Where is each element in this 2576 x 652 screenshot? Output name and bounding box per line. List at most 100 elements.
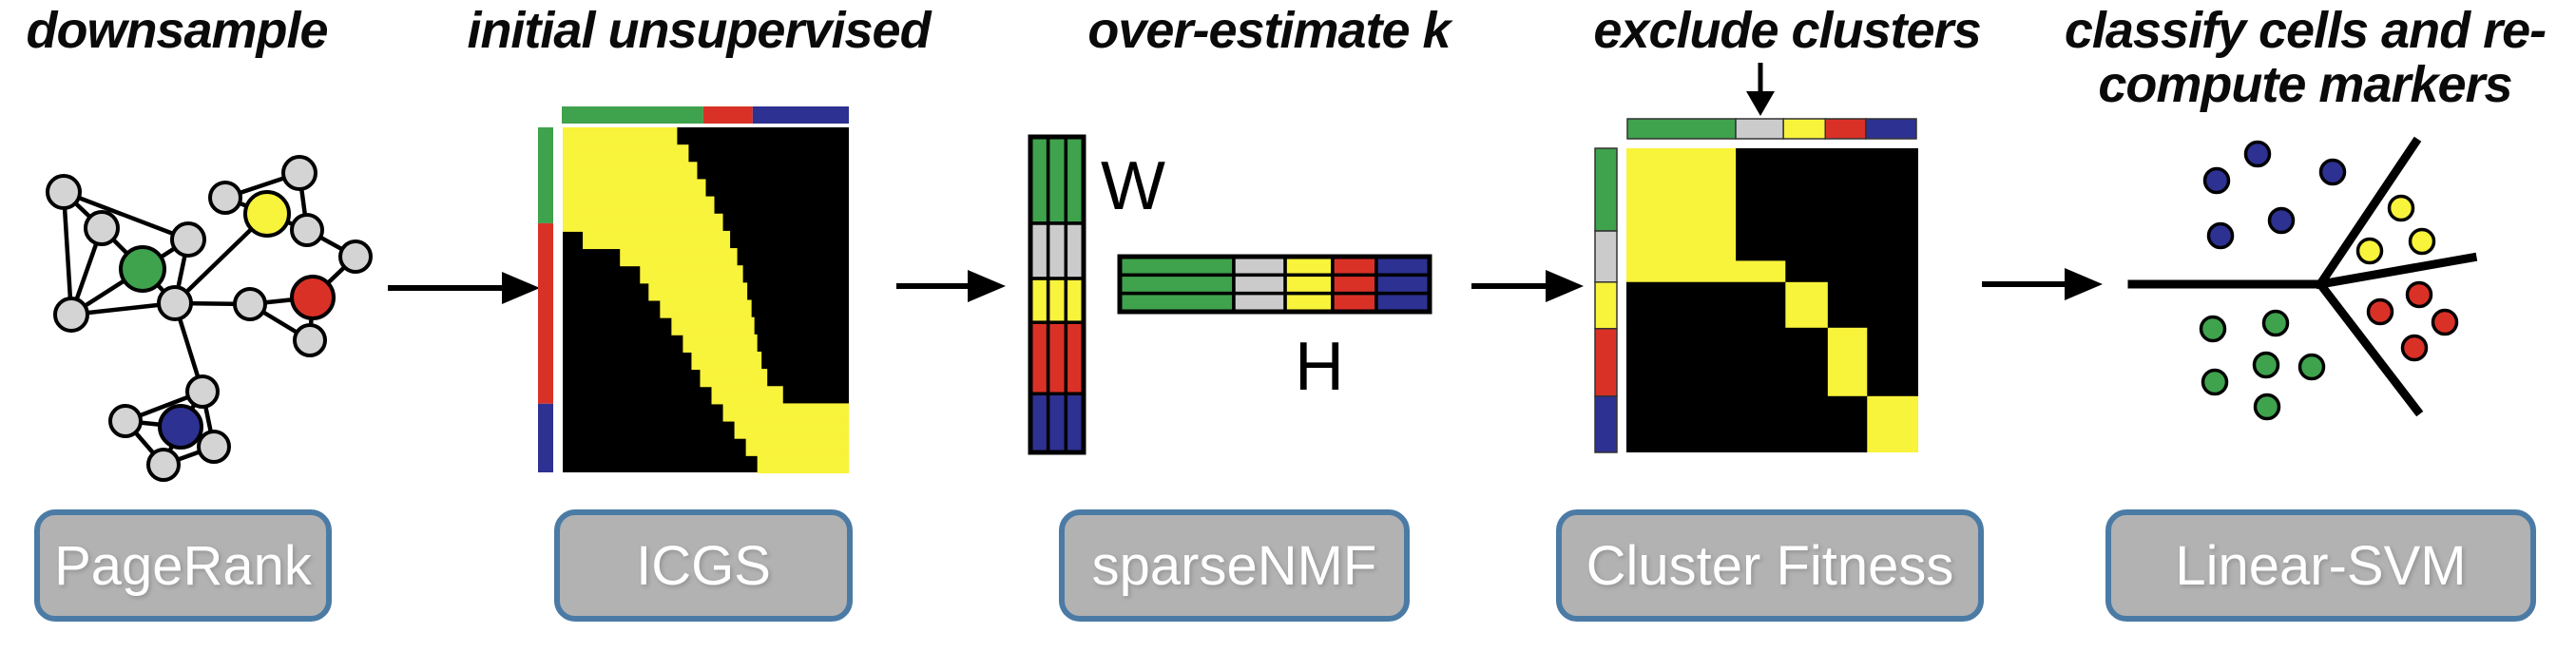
icgs-heatmap-band-row [722, 403, 849, 422]
network-node-gray [170, 221, 206, 258]
icgs-heatmap-band-row [682, 334, 758, 353]
network-node-gray [46, 174, 82, 210]
svm-dot-blue [2318, 158, 2347, 186]
icgs-heatmap-band-row [563, 179, 706, 198]
network-node-gray [157, 285, 193, 321]
svm-dot-green [2201, 368, 2229, 396]
svm-dot-green [2252, 351, 2280, 379]
network-node-gray [53, 297, 89, 333]
h-matrix-cell-red [1331, 273, 1378, 296]
w-matrix-cell-gray [1046, 221, 1068, 280]
h-matrix-cell-yellow [1283, 273, 1335, 296]
svm-dot-green [2199, 315, 2227, 343]
w-matrix-outline [1028, 134, 1086, 455]
svm-dot-green [2261, 309, 2290, 337]
pagerank-button[interactable]: PageRank [34, 509, 332, 622]
h-matrix-cell-green [1118, 273, 1236, 296]
network-node-gray [293, 323, 327, 357]
fitness-diagonal-block [1827, 327, 1868, 396]
w-matrix-cell-green [1028, 135, 1050, 225]
svm-dot-yellow [2408, 227, 2436, 256]
w-matrix-cell-yellow [1046, 277, 1068, 324]
svm-dot-green [2253, 393, 2281, 421]
h-matrix-cell-gray [1232, 273, 1287, 296]
w-matrix-cell-red [1046, 320, 1068, 395]
w-matrix-cell-gray [1028, 221, 1050, 280]
fitness-left-colorbar-segment-red [1594, 328, 1618, 397]
h-matrix-cell-gray [1232, 291, 1287, 314]
icgs-heatmap-band-row [563, 162, 698, 181]
flow-arrow-head [2065, 268, 2103, 300]
h-matrix-cell-blue [1375, 255, 1432, 278]
w-matrix-cell-blue [1028, 392, 1050, 454]
h-matrix-cell-green [1118, 291, 1236, 314]
h-matrix-cell-yellow [1283, 255, 1335, 278]
icgs-heatmap-band-row [700, 369, 768, 388]
icgs-left-colorbar-segment-blue [538, 403, 553, 472]
fitness-top-colorbar-segment-blue [1865, 118, 1917, 140]
svm-dot-red [2400, 334, 2429, 362]
flow-arrow-head [502, 272, 540, 304]
fitness-top-colorbar-segment-green [1626, 118, 1737, 140]
network-node-gray [197, 430, 231, 464]
svm-dot-blue [2202, 166, 2231, 195]
svm-dot-green [2297, 353, 2326, 381]
h-matrix-cell-blue [1375, 291, 1432, 314]
network-edge [61, 191, 74, 316]
cluster-fitness-button[interactable]: Cluster Fitness [1556, 509, 1984, 622]
title-downsample: downsample [26, 2, 328, 59]
w-matrix-cell-green [1064, 135, 1086, 225]
h-matrix-outline [1117, 254, 1432, 315]
icgs-heatmap-band-row [691, 351, 762, 371]
icgs-top-colorbar-segment-blue [752, 106, 849, 124]
h-matrix-cell-blue [1375, 273, 1432, 296]
fitness-top-colorbar-segment-gray [1735, 118, 1784, 140]
network-node-gray [108, 404, 143, 438]
icgs-button[interactable]: ICGS [554, 509, 853, 622]
sparsenmf-button[interactable]: sparseNMF [1059, 509, 1410, 622]
icgs-heatmap-band-row [734, 420, 849, 439]
icgs-top-colorbar-segment-red [702, 106, 753, 124]
svm-dot-red [2405, 280, 2433, 309]
fitness-merged-cluster-block [1626, 148, 1786, 282]
fitness-diagonal-block [1867, 395, 1918, 452]
network-node-red [290, 275, 336, 320]
title-over-estimate-k: over-estimate k [1087, 2, 1451, 59]
h-matrix-cell-red [1331, 291, 1378, 314]
flow-arrow-head [968, 270, 1006, 302]
fitness-diagonal-block [1785, 281, 1828, 328]
network-node-gray [233, 287, 267, 321]
w-matrix-cell-yellow [1064, 277, 1086, 324]
icgs-heatmap-band-row [757, 454, 849, 473]
icgs-heatmap-band-row [640, 265, 743, 284]
icgs-heatmap-band-row [563, 144, 689, 163]
icgs-heatmap-band-row [563, 127, 678, 146]
h-matrix-cell-gray [1232, 255, 1287, 278]
svm-boundary-line [2314, 278, 2424, 417]
network-node-gray [281, 155, 317, 191]
icgs-heatmap-band-row [563, 196, 715, 215]
title-classify-cells-line2: compute markers [2098, 56, 2512, 113]
network-node-blue [158, 404, 203, 450]
w-matrix-cell-yellow [1028, 277, 1050, 324]
svm-boundary-line [2314, 136, 2422, 291]
linear-svm-button[interactable]: Linear-SVM [2105, 509, 2536, 622]
svm-dot-red [2366, 297, 2394, 326]
icgs-heatmap-band-row [620, 248, 738, 267]
svm-boundary-line [2315, 252, 2478, 290]
icgs-top-colorbar-segment-green [562, 106, 703, 124]
network-node-gray [185, 374, 220, 409]
icgs-left-colorbar-segment-green [538, 127, 553, 223]
fitness-left-colorbar-segment-yellow [1594, 281, 1618, 330]
title-classify-cells-line1: classify cells and re- [2064, 2, 2547, 59]
flow-arrow-head [1546, 270, 1584, 302]
w-matrix-label: W [1101, 148, 1165, 224]
network-node-gray [84, 210, 120, 246]
svm-dot-red [2431, 308, 2459, 336]
icgs-heatmap-band-row [711, 386, 783, 405]
title-classify-cells: classify cells and re- compute markers [2039, 4, 2571, 112]
w-matrix-cell-gray [1064, 221, 1086, 280]
w-matrix-cell-blue [1046, 392, 1068, 454]
title-initial-unsupervised: initial unsupervised [467, 2, 931, 59]
